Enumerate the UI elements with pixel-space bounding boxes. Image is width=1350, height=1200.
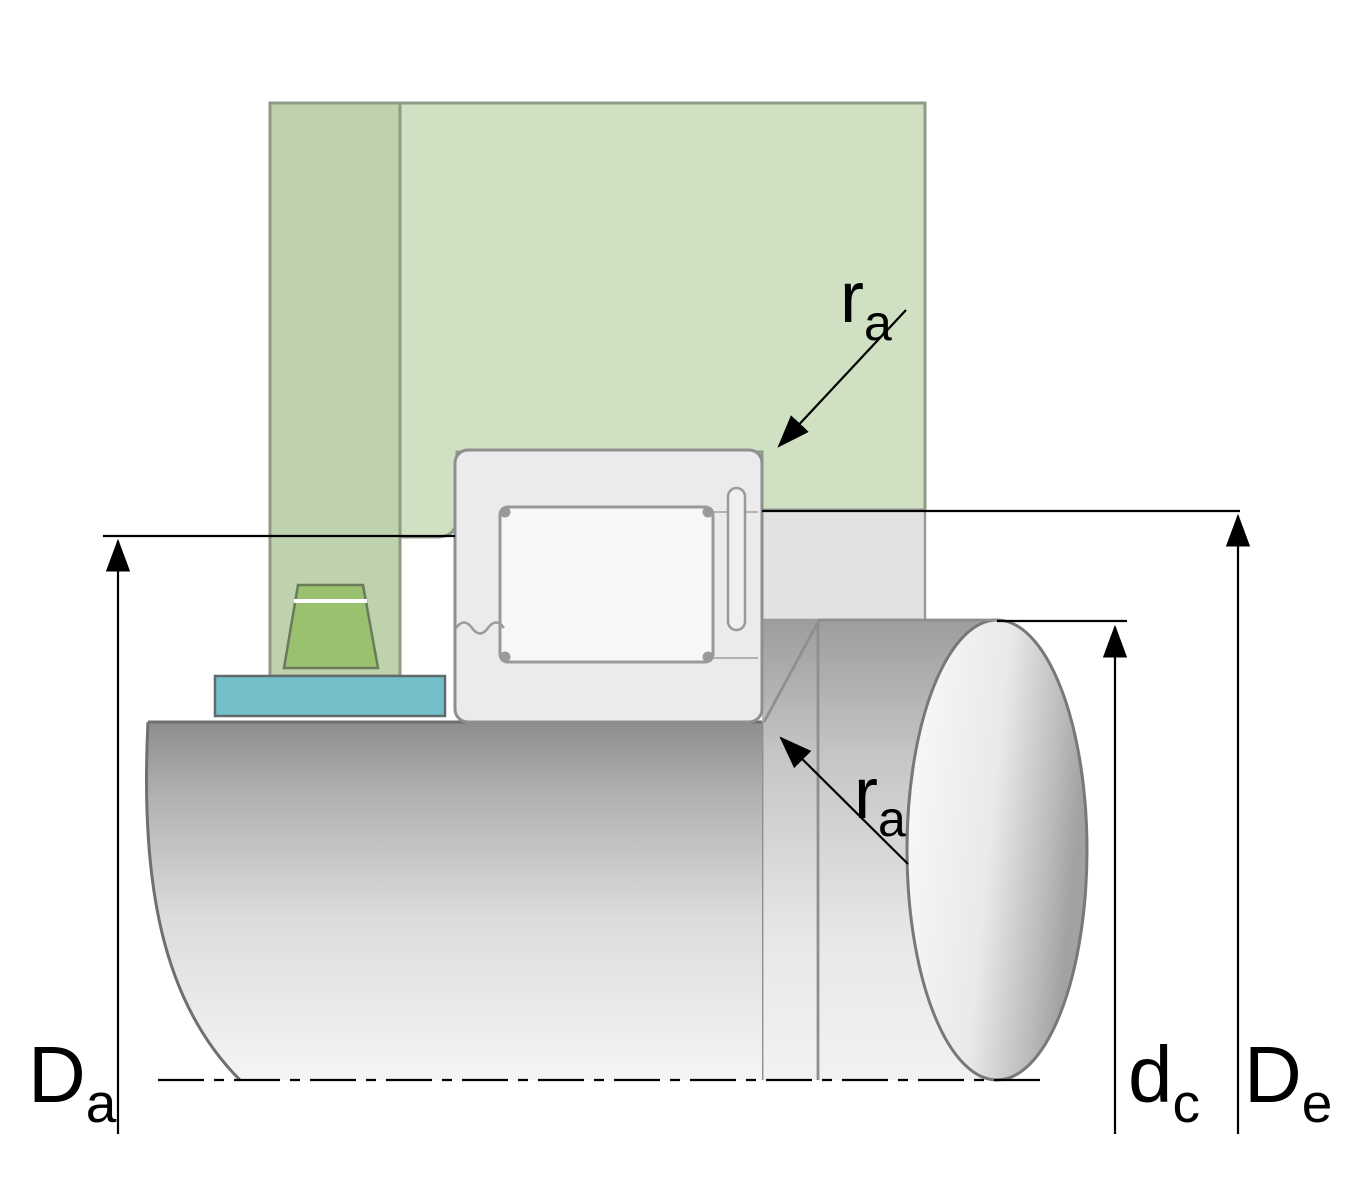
- raceway-extension: [760, 508, 927, 622]
- label-dc-sub: c: [1173, 1072, 1201, 1134]
- shaft-silhouette-edge: [145, 721, 242, 1082]
- housing-strip: [268, 101, 402, 678]
- section-break-squiggle: [454, 621, 506, 635]
- shaft-chamfer-strip: [762, 620, 818, 1080]
- label-ra-bottom: ra: [854, 754, 906, 847]
- roller: [498, 505, 715, 664]
- label-Da-sub: a: [86, 1072, 117, 1134]
- label-Da-main: D: [28, 1030, 86, 1119]
- label-De-sub: e: [1302, 1072, 1333, 1134]
- label-ra-top-sub: a: [864, 295, 892, 351]
- label-ra-bottom-main: r: [854, 754, 878, 834]
- shaft-end-face: [905, 618, 1089, 1082]
- label-ra-bottom-sub: a: [878, 791, 906, 847]
- shoulder-chamfer-edge: [762, 621, 820, 723]
- label-dc-main: d: [1128, 1030, 1173, 1119]
- cage-pin-top-left: [499, 506, 511, 518]
- retaining-pin: [726, 486, 747, 632]
- label-De: De: [1244, 1030, 1332, 1134]
- seal-lip: [282, 583, 380, 670]
- leader-arrow-ra-bottom: [779, 736, 909, 865]
- cage-pin-bottom-left: [499, 651, 511, 663]
- cage-pin-top-right: [702, 506, 714, 518]
- label-Da: Da: [28, 1030, 117, 1134]
- label-ra-top: ra: [840, 258, 892, 351]
- cage-pin-bottom-right: [702, 651, 714, 663]
- seal-carrier-ring: [213, 674, 447, 718]
- label-ra-top-main: r: [840, 258, 864, 338]
- shaft: [146, 722, 762, 1080]
- label-De-main: D: [1244, 1030, 1302, 1119]
- label-dc: dc: [1128, 1030, 1200, 1134]
- leader-arrow-ra-top: [777, 309, 907, 448]
